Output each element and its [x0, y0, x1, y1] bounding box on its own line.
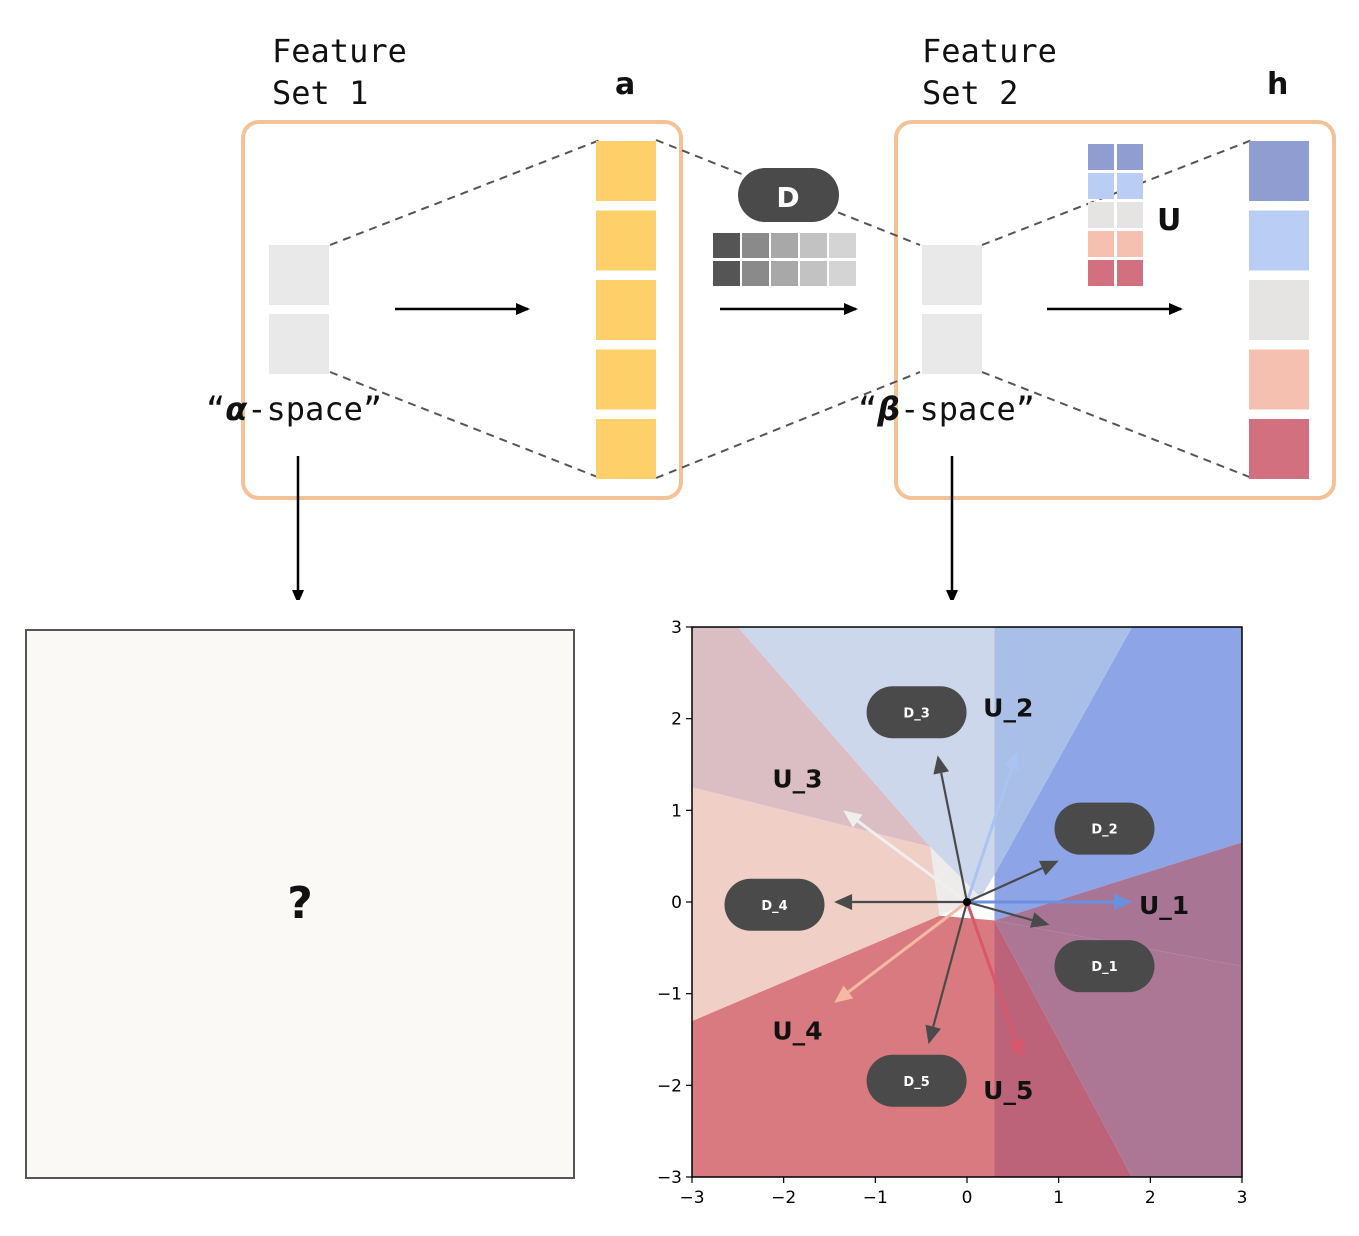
vector-a-cell-1 [596, 141, 656, 201]
label-u-5: U_5 [983, 1076, 1033, 1105]
arrow-u-1 [967, 894, 1132, 910]
beta-space-open-quote: “ [858, 390, 878, 428]
alpha-symbol: α [225, 390, 248, 428]
y-tick-label: −1 [657, 985, 682, 1005]
x-tick-label: 3 [1237, 1188, 1248, 1208]
x-tick-label: −3 [679, 1188, 704, 1208]
pill-d-1: D_1 [1054, 940, 1155, 993]
beta-space-cell-2 [922, 314, 982, 374]
label-d-4: D_4 [761, 899, 787, 914]
feature-set-1-title-line2: Set 1 [272, 74, 369, 112]
feature-set-2-title-line2: Set 2 [922, 74, 1019, 112]
beta-space-text: -space” [900, 390, 1036, 428]
y-tick-label: −3 [657, 1168, 682, 1188]
feature-set-1-title-line1: Feature [272, 32, 407, 70]
feature-set-2-box [894, 120, 1336, 500]
arrow-d-1 [966, 900, 1050, 928]
alpha-space-open-quote: “ [206, 390, 226, 428]
region-2 [994, 627, 1132, 875]
label-d-3: D_3 [903, 706, 929, 721]
top-diagram: D [241, 120, 1336, 600]
decoder-pill [738, 168, 839, 222]
alpha-space-text: -space” [247, 390, 383, 428]
x-tick-label: 0 [962, 1188, 973, 1208]
region-9 [994, 920, 1242, 1177]
vector-h-cell-5 [1249, 419, 1309, 479]
alpha-space-cell-1 [269, 245, 329, 305]
label-u-3: U_3 [772, 764, 822, 793]
label-u-2: U_2 [983, 694, 1033, 723]
decoder-matrix [713, 233, 856, 286]
feature-set-2-title-line1: Feature [922, 32, 1057, 70]
vector-a-cell-2 [596, 210, 656, 271]
arrow-u-4 [834, 900, 968, 1003]
vector-a-cell-4 [596, 349, 656, 410]
question-mark: ? [287, 878, 313, 929]
label-u-1: U_1 [1139, 891, 1189, 920]
vector-h-cell-2 [1249, 210, 1309, 271]
u-matrix [1088, 144, 1143, 286]
pill-d-3: D_3 [866, 686, 967, 739]
arrow-d-2 [966, 860, 1059, 904]
x-tick-label: 2 [1145, 1188, 1156, 1208]
feature-set-2-title: Feature Set 2 [922, 30, 1057, 114]
pill-d-4: D_4 [724, 878, 825, 931]
arrow-d-3 [933, 755, 969, 903]
x-tick-label: −1 [863, 1188, 888, 1208]
pill-d-5: D_5 [866, 1054, 967, 1107]
vector-h-label: h [1267, 67, 1289, 102]
label-d-5: D_5 [903, 1075, 929, 1090]
beta-space-label: “β-space” [858, 388, 1035, 430]
beta-symbol: β [877, 390, 901, 428]
u-matrix-label: U [1157, 203, 1182, 238]
region-4 [692, 627, 931, 847]
region-7 [692, 915, 995, 1177]
feature-set-1-title: Feature Set 1 [272, 30, 407, 114]
region-1 [994, 627, 1242, 921]
alpha-space-panel: ? [25, 629, 575, 1179]
arrow-u-2 [965, 750, 1020, 903]
x-tick-label: 1 [1053, 1188, 1064, 1208]
arrow-u-3 [843, 810, 968, 904]
vector-a [596, 141, 656, 479]
label-d-2: D_2 [1091, 823, 1117, 838]
alpha-space-label: “α-space” [206, 388, 382, 430]
vector-a-label: a [615, 67, 636, 102]
vector-a-cell-5 [596, 419, 656, 479]
arrow-d-4 [834, 894, 967, 910]
vector-h [1249, 141, 1309, 479]
feature-set-1-box [241, 120, 683, 500]
vector-h-cell-4 [1249, 349, 1309, 410]
label-d-1: D_1 [1091, 960, 1117, 975]
y-tick-label: −2 [657, 1076, 682, 1096]
arrow-d-5 [925, 901, 969, 1045]
vector-h-cell-3 [1249, 280, 1309, 340]
beta-space-cell-1 [922, 245, 982, 305]
y-tick-label: 3 [671, 618, 682, 638]
decoder-label: D [776, 181, 799, 214]
x-tick-label: −2 [771, 1188, 796, 1208]
alpha-space-cell-2 [269, 314, 329, 374]
vector-a-cell-3 [596, 280, 656, 340]
y-tick-label: 2 [671, 710, 682, 730]
y-tick-label: 1 [671, 801, 682, 821]
pill-d-2: D_2 [1054, 802, 1155, 855]
arrow-u-5 [965, 901, 1024, 1058]
origin-point [963, 898, 971, 906]
vector-h-cell-1 [1249, 141, 1309, 201]
label-u-4: U_4 [772, 1016, 822, 1045]
y-tick-label: 0 [671, 893, 682, 913]
